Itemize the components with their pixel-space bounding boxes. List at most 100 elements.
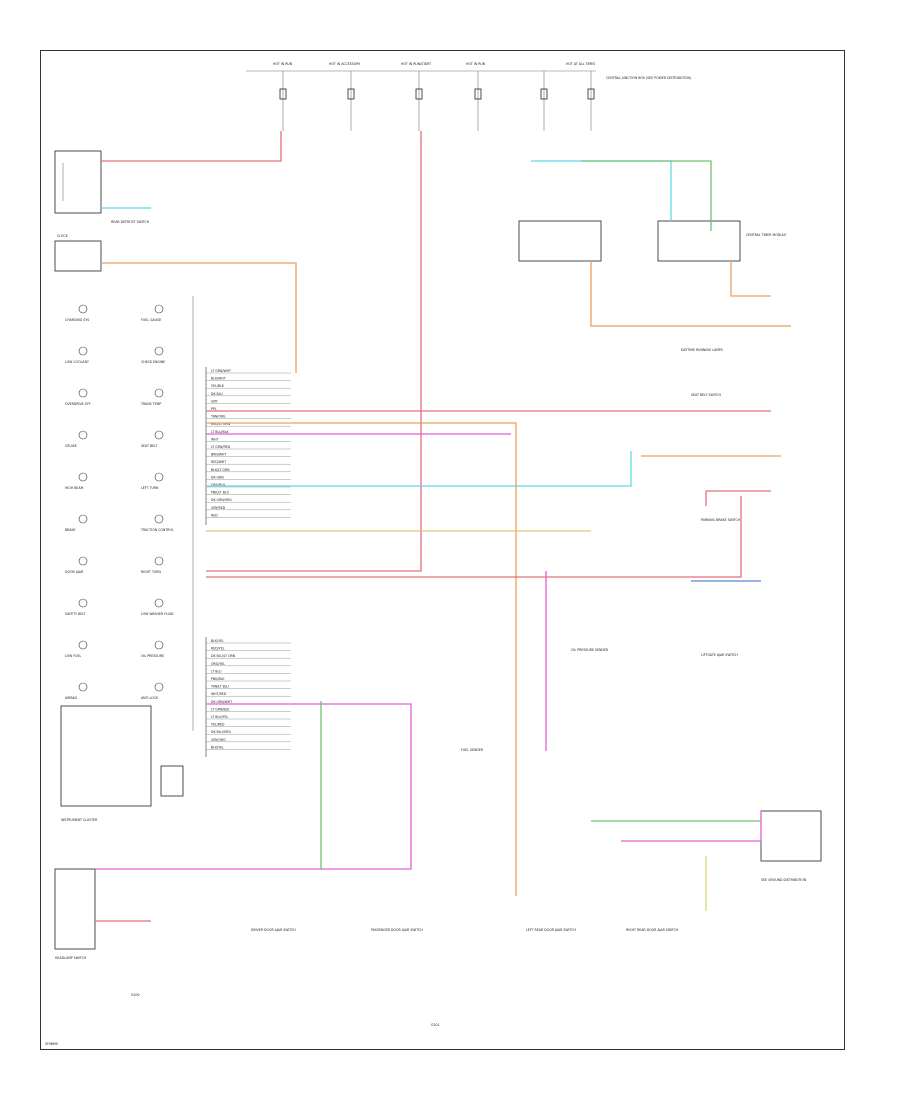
indicator-lamp: [154, 388, 164, 398]
passenger-door-label: PASSENGER DOOR AJAR SWITCH: [371, 928, 423, 932]
connector-wire-label: DK BLU/ORG: [211, 730, 231, 734]
indicator-label: OVERDRIVE OFF: [65, 402, 91, 406]
fuse-2-label: HOT IN ACCESSORY: [329, 62, 360, 66]
connector-wire-label: BRN/WHT: [211, 453, 226, 457]
indicator-label: OIL PRESSURE: [141, 654, 164, 658]
fuse-2: HOT IN ACCESSORY: [329, 62, 360, 131]
indicator-lamp: [154, 430, 164, 440]
connector-wire-label: YEL/RED: [211, 723, 225, 727]
rear-defrost-switch: REAR DEFROST SWITCH: [54, 150, 150, 224]
indicator-lamp: [154, 514, 164, 524]
parking-brake-label: PARKING BRAKE SWITCH: [701, 518, 741, 522]
fuse-panel-label: CENTRAL JUNCTION BOX (SEE POWER DISTRIBU…: [606, 76, 691, 80]
connector-wire-label: RED/LT GRN: [211, 422, 231, 426]
fuse-4: HOT IN RUN: [466, 62, 548, 131]
driver-door-label: DRIVER DOOR AJAR SWITCH: [251, 928, 296, 932]
fuse-5: HOT AT ALL TIMES: [566, 62, 595, 131]
connector-wire-label: DK BLU: [211, 392, 223, 396]
clock: CLOCK: [54, 234, 102, 272]
connector-wire-label: GRY/RED: [211, 506, 226, 510]
wire-orange: [101, 262, 297, 373]
fuse-1: HOT IN RUN: [273, 62, 293, 131]
indicator-label: FUEL GAUGE: [141, 318, 161, 322]
connector-wire-label: RED: [211, 513, 218, 517]
indicator-lamp: [78, 346, 88, 356]
fuse-row: HOT IN RUN HOT IN ACCESSORY HOT IN RUN/S…: [246, 62, 691, 131]
indicator-lamp: [78, 430, 88, 440]
wiring-diagram-frame: HOT IN RUN HOT IN ACCESSORY HOT IN RUN/S…: [40, 50, 845, 1050]
right-switches: DAYTIME RUNNING LAMPS SEAT BELT SWITCH P…: [461, 348, 822, 882]
connector-wire-label: GRY/ORG: [211, 738, 226, 742]
indicator-label: HIGH BEAM: [65, 486, 84, 490]
indicator-lamp: [78, 682, 88, 692]
connector-wire-label: RED/WHT: [211, 460, 226, 464]
indicator-label: CRUISE: [65, 444, 77, 448]
indicator-lamp: [154, 640, 164, 650]
fuel-sender-label: FUEL SENDER: [461, 748, 484, 752]
wire-pink: [621, 811, 762, 842]
central-timer-module: CENTRAL TIMER MODULE: [518, 220, 786, 262]
indicator-label: TRACTION CONTROL: [140, 528, 174, 532]
indicator-lamp: [154, 472, 164, 482]
oil-pressure-label: OIL PRESSURE SENDER: [571, 648, 609, 652]
module-label: CENTRAL TIMER MODULE: [746, 233, 786, 237]
indicator-lamp: [154, 682, 164, 692]
indicator-lamp: [154, 304, 164, 314]
indicator-lamp: [154, 598, 164, 608]
connector-wire-label: TAN/LT BLU: [210, 685, 229, 689]
door-ajar-switches: DRIVER DOOR AJAR SWITCH PASSENGER DOOR A…: [251, 928, 679, 1027]
connector-wire-label: DK BLU/LT GRN: [211, 654, 236, 658]
wire-red: [101, 131, 282, 162]
indicator-label: TRANS TEMP: [140, 402, 161, 406]
indicator-label: CHARGING SYS: [65, 318, 89, 322]
connector-wire-label: PPL: [211, 407, 217, 411]
connector-wire-label: PNK/LT BLU: [211, 491, 230, 495]
indicator-label: CHECK ENGINE: [141, 360, 165, 364]
connector-wire-label: LT BLU: [211, 669, 222, 673]
connector-wire-label: ORG/BLK: [211, 483, 226, 487]
indicator-lamp: [78, 598, 88, 608]
connector-wire-label: LT BLU/YEL: [211, 715, 228, 719]
colored-wires: [95, 131, 791, 922]
wire-red: [206, 496, 742, 578]
connector-wire-label: LT GRN/RED: [211, 445, 231, 449]
connector-wire-label: LT GRN/WHT: [211, 369, 231, 373]
indicator-label: SAFETY BELT: [65, 612, 86, 616]
instrument-cluster-label: INSTRUMENT CLUSTER: [61, 818, 98, 822]
wire-cyan: [531, 160, 672, 221]
connector-wire-label: ORG/YEL: [211, 662, 225, 666]
page-code: 5F98M9: [45, 1042, 58, 1046]
connector-wire-label: GRY: [211, 399, 217, 403]
wire-red: [705, 490, 771, 506]
left-rear-door-label: LEFT REAR DOOR AJAR SWITCH: [526, 928, 576, 932]
connector-wire-label: DK GRN/WHT: [211, 700, 232, 704]
indicator-lamp: [78, 556, 88, 566]
indicator-lamp: [78, 514, 88, 524]
connector-wire-label: YEL/BLK: [211, 384, 225, 388]
wire-pink: [95, 703, 412, 870]
wire-cyan: [206, 451, 632, 487]
light-sensor-label: DAYTIME RUNNING LAMPS: [681, 348, 723, 352]
connector-wire-label: LT GRN/BLK: [211, 707, 230, 711]
connector-wire-label: BLK/YEL: [211, 745, 224, 749]
liftgate-label: LIFTGATE AJAR SWITCH: [701, 653, 738, 657]
g200-label: G200: [131, 993, 140, 997]
ground-dist-label: SEE GROUND DISTRIBUTION: [761, 878, 807, 882]
indicator-label: AIRBAG: [65, 696, 78, 700]
indicator-lamp: [154, 556, 164, 566]
seat-belt-label: SEAT BELT SWITCH: [691, 393, 722, 397]
indicator-lamp: [78, 640, 88, 650]
fuse-1-label: HOT IN RUN: [273, 62, 293, 66]
indicator-lamp: [78, 472, 88, 482]
connector-wire-label: LT BLU/BLK: [211, 430, 229, 434]
g201-label: G201: [431, 1023, 440, 1027]
connector-wire-label: WHT: [211, 437, 219, 441]
connector-wire-label: DK GRN/ORG: [211, 498, 232, 502]
right-rear-door-label: RIGHT REAR DOOR AJAR SWITCH: [626, 928, 679, 932]
fuse-3: HOT IN RUN/START: [401, 62, 431, 131]
wire-orange: [730, 261, 771, 297]
connector-wire-label: TAN/ORG: [210, 415, 226, 419]
indicator-lamp: [154, 346, 164, 356]
